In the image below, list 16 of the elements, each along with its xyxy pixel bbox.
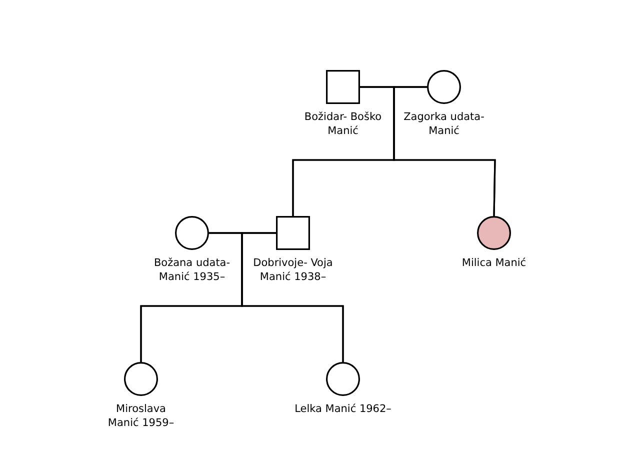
person-name: Božana udata-Manić 1935– <box>152 257 232 284</box>
male-square <box>276 216 310 250</box>
male-square <box>326 70 360 104</box>
person-name: Lelka Manić 1962– <box>294 403 392 416</box>
person-name: Zagorka udata-Manić <box>402 111 486 138</box>
female-circle <box>326 362 360 396</box>
female-circle <box>175 216 209 250</box>
family-line <box>241 232 344 362</box>
female-circle <box>477 216 511 250</box>
person-name: Dobrivoje- Voja Manić 1938– <box>252 257 334 284</box>
family-line <box>393 86 496 216</box>
female-circle <box>124 362 158 396</box>
person-name: Miroslava Manić 1959– <box>106 403 176 430</box>
female-circle <box>427 70 461 104</box>
person-name: Božidar- Boško Manić <box>303 111 383 138</box>
person-name: Milica Manić <box>460 257 528 270</box>
